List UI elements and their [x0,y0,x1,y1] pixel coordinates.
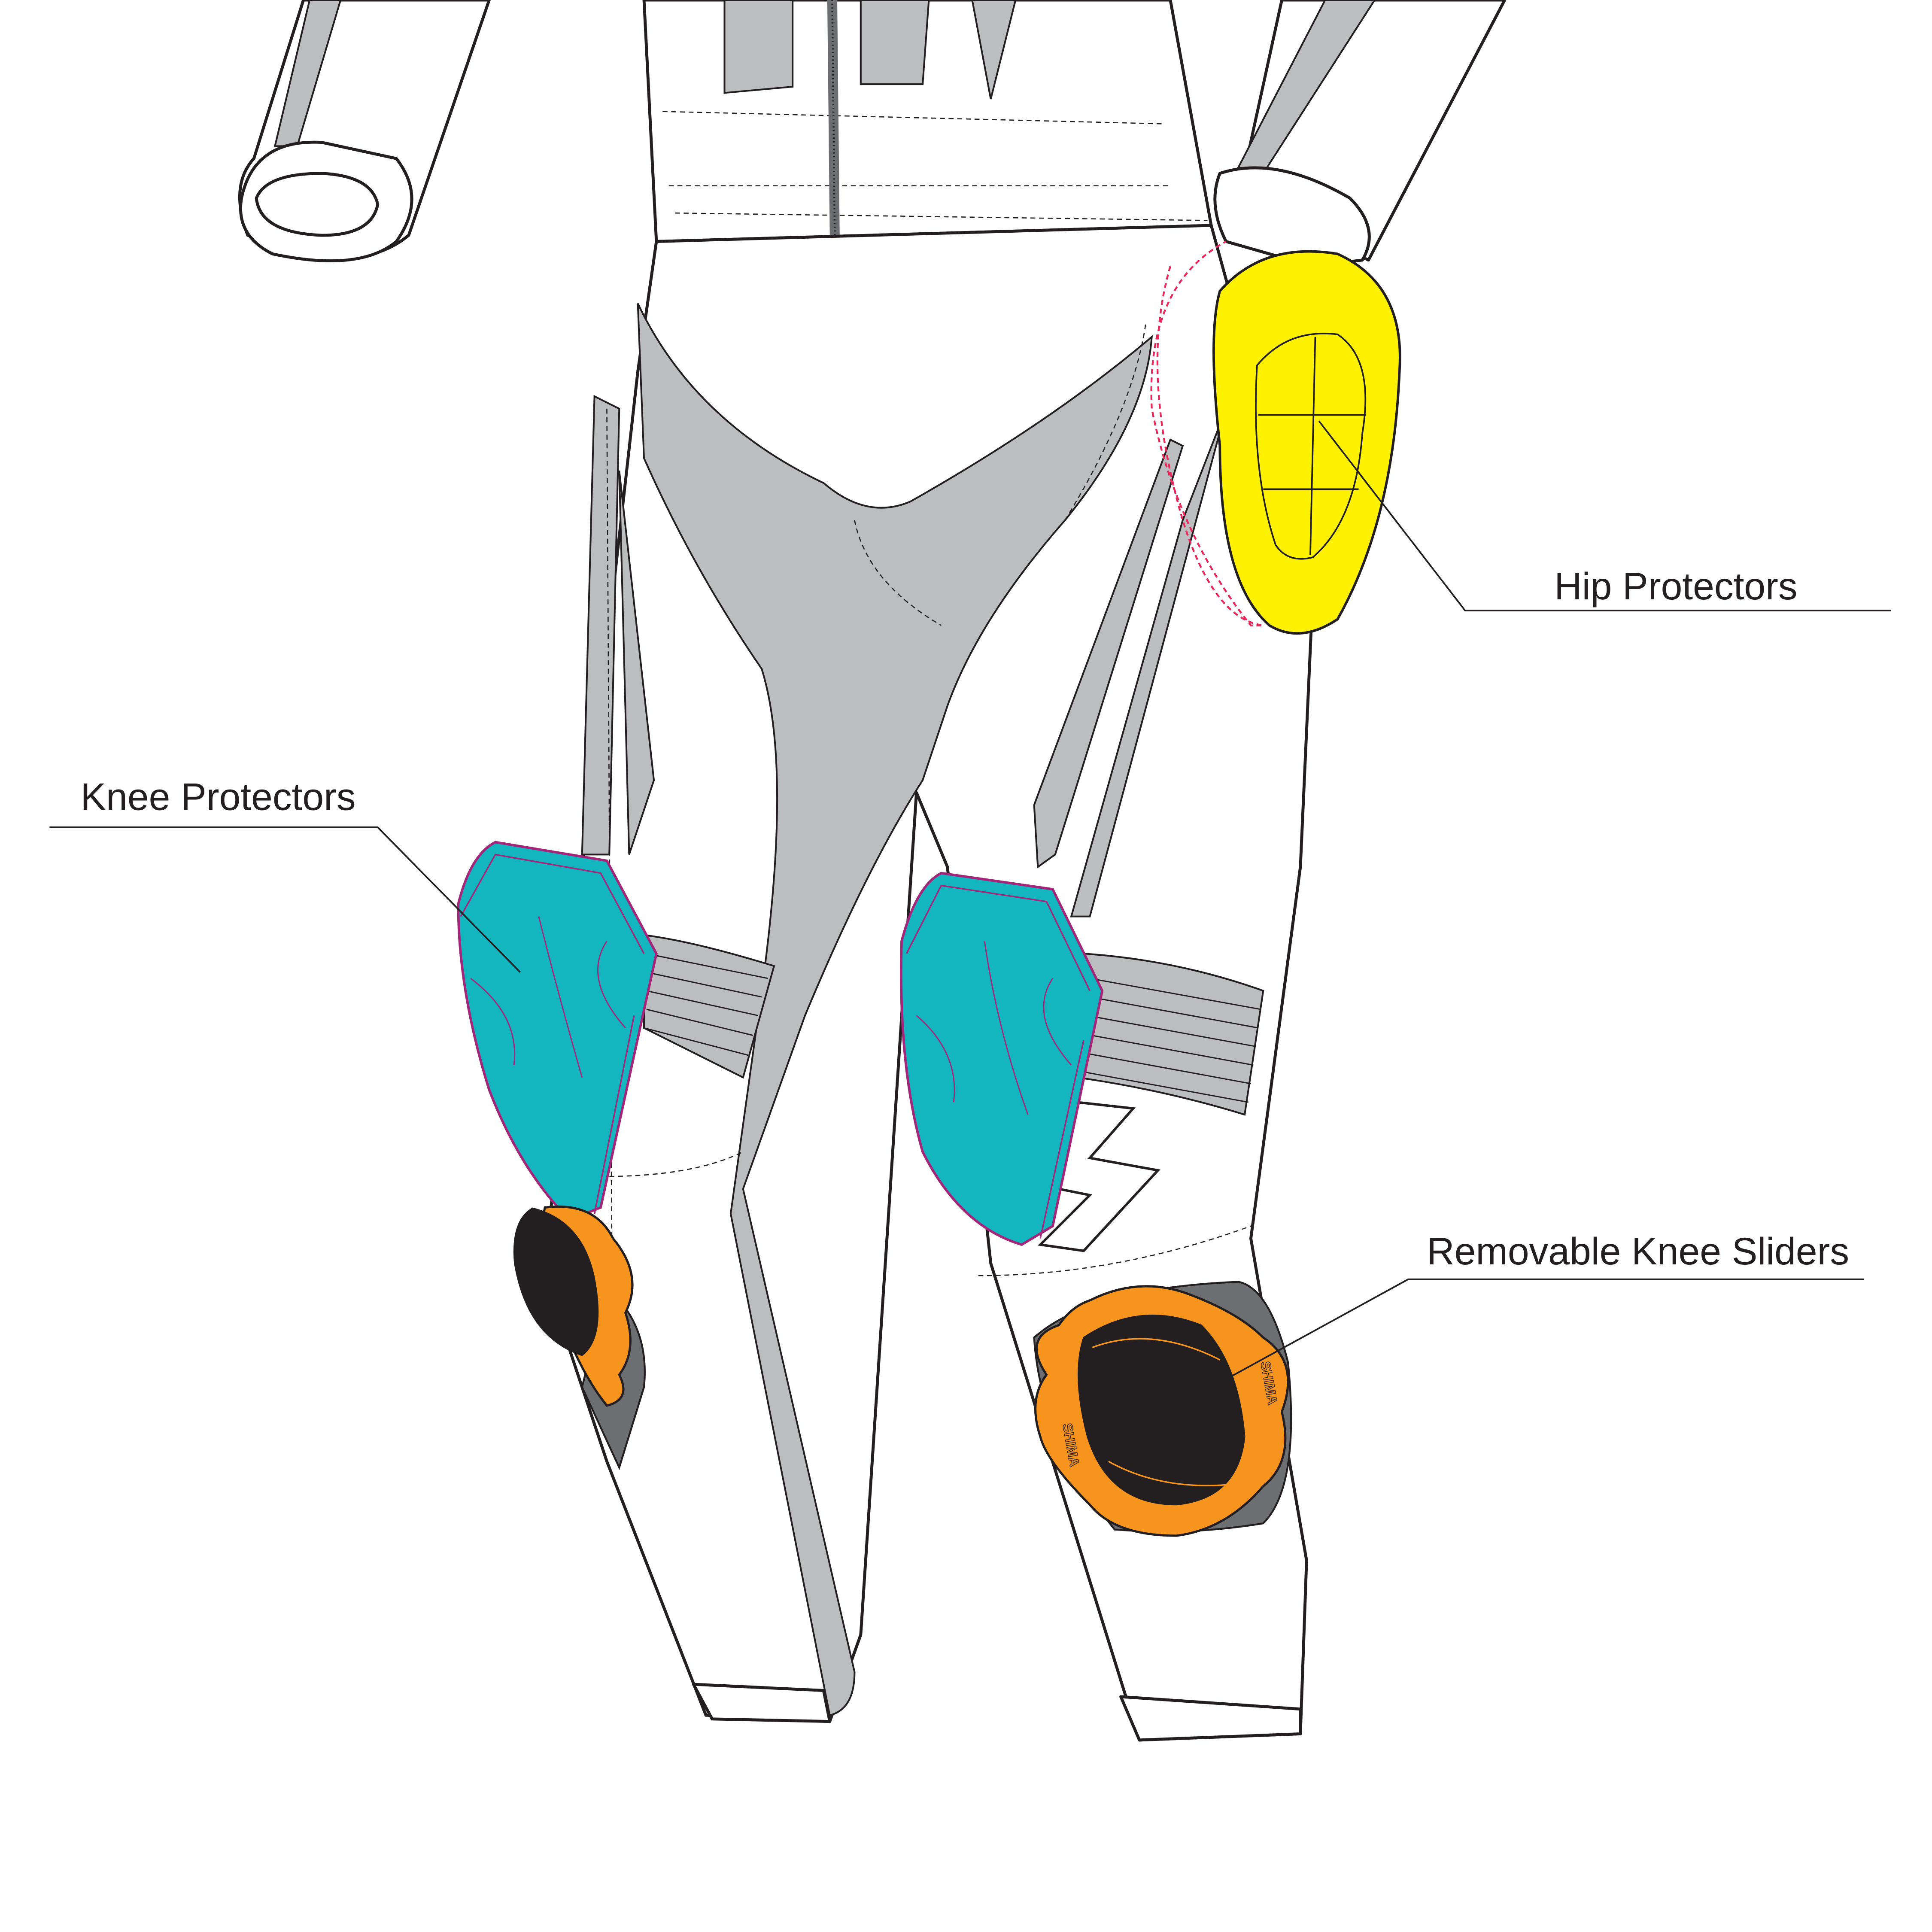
torso [642,0,1213,509]
left-knee-protector [457,841,658,1221]
knee-leader-line [49,826,521,973]
knee-sliders-label: Removable Knee Sliders [1427,1230,1849,1273]
right-knee-ribs [1076,953,1264,1116]
hip-protectors-callout: Hip Protectors [1318,420,1891,611]
left-sleeve [238,0,491,263]
hip-protector [1150,240,1401,635]
knee-protectors-label: Knee Protectors [81,775,356,818]
right-knee-protector [899,872,1104,1246]
knee-sliders-callout: Removable Knee Sliders [1229,1230,1864,1378]
left-knee-ribs [643,934,775,1079]
hip-leader-line [1318,420,1891,611]
knee-protectors-callout: Knee Protectors [49,775,521,973]
right-knee-slider: SHIMA SHIMA [1033,1281,1292,1537]
slider-leader-line [1229,1278,1864,1378]
hip-protectors-label: Hip Protectors [1554,565,1797,608]
right-sleeve [1213,0,1507,268]
left-knee-slider [513,1205,646,1470]
